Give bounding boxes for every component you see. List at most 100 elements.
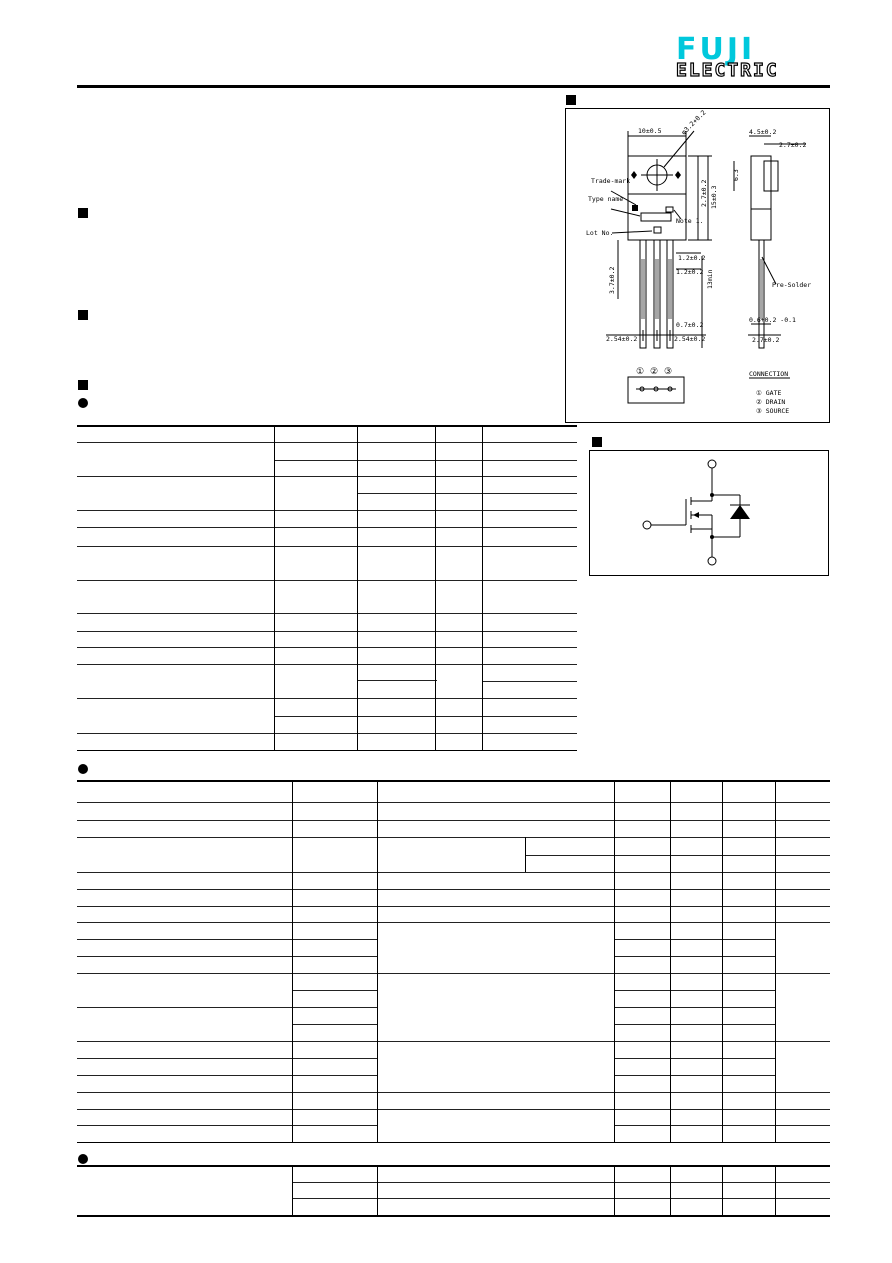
outline-drawing: 10±0.5 φ3.2+0.2 -0.1 2.7±0.2 15±0.3 1.2±…: [586, 95, 811, 415]
table2-rule: [614, 1075, 776, 1076]
section-marker-outline: [566, 95, 576, 105]
section-marker-ratings: [78, 380, 88, 390]
pin-1-label: ①: [636, 367, 644, 377]
connection-title: CONNECTION: [749, 370, 788, 378]
table1-rule: [77, 527, 577, 528]
table2-rule: [77, 802, 830, 803]
table2-rule: [614, 1058, 776, 1059]
section-marker-circuit: [592, 437, 602, 447]
table1-rule: [77, 698, 577, 699]
dim-pitch-left: 2.54±0.2: [606, 335, 637, 343]
table3-col: [722, 1165, 723, 1215]
table2-rule: [77, 889, 830, 890]
table1-rule: [77, 664, 577, 665]
table1-rule: [77, 631, 577, 632]
dim-lead-len: 13min: [706, 269, 714, 289]
label-trademark: Trade-mark: [591, 177, 630, 185]
table1-rule: [275, 716, 577, 717]
table1-rule: [482, 681, 577, 682]
table3-rule: [292, 1198, 830, 1199]
dim-side-thickness: 0.6+0.2 -0.1: [749, 316, 796, 324]
label-lot-no: Lot No.: [586, 229, 613, 237]
table1-rule: [77, 476, 577, 477]
table2-col: [525, 837, 526, 872]
table1-col: [482, 425, 483, 750]
section-marker-applications: [78, 310, 88, 320]
pin-2-label: ②: [650, 367, 658, 377]
bullet-absolute-max: [78, 398, 88, 408]
table2-rule: [77, 837, 830, 838]
table3-rule: [292, 1182, 830, 1183]
table2-rule: [77, 1075, 377, 1076]
table2-rule: [77, 872, 830, 873]
table1-col: [435, 425, 436, 750]
label-type-name: Type name: [588, 195, 623, 203]
mosfet-schematic: [642, 459, 750, 566]
bullet-thermal: [78, 1154, 88, 1164]
table1-rule: [77, 580, 577, 581]
table2-rule: [77, 1041, 830, 1042]
bullet-electrical: [78, 764, 88, 774]
table1-rule: [357, 493, 577, 494]
table2-rule: [614, 939, 776, 940]
table2-col: [377, 780, 378, 1142]
table2-rule: [292, 1024, 377, 1025]
table2-col: [614, 780, 615, 1142]
table2-col: [670, 780, 671, 1142]
dim-height-b: 15±0.3: [710, 185, 718, 209]
dim-height-a: 2.7±0.2: [700, 180, 708, 207]
dim-side-bottom: 2.7±0.2: [752, 336, 779, 344]
table1-rule-bottom: [77, 750, 577, 751]
table2-rule: [614, 956, 776, 957]
table2-rule: [77, 956, 377, 957]
table2-rule: [614, 990, 776, 991]
table2-rule: [292, 990, 377, 991]
table1-rule: [77, 510, 577, 511]
dim-side-width: 4.5±0.2: [749, 128, 776, 136]
table2-rule: [77, 922, 830, 923]
brand-logo-fuji: FUJI: [676, 32, 756, 67]
table3-rule-top: [77, 1165, 830, 1167]
table3-col: [614, 1165, 615, 1215]
table1-rule: [77, 613, 577, 614]
table1-rule: [357, 680, 437, 681]
table2-col: [292, 780, 293, 1142]
dim-lead-w2: 1.2±0.2: [676, 268, 703, 276]
table2-rule: [77, 1125, 377, 1126]
dim-hole: φ3.2+0.2 -0.1: [680, 109, 722, 136]
dim-lead-thickness: 0.7±0.2: [676, 321, 703, 329]
table2-rule: [77, 1058, 377, 1059]
table2-rule: [77, 906, 830, 907]
table3-rule-bottom: [77, 1215, 830, 1217]
table2-rule: [77, 1007, 377, 1008]
table2-rule: [614, 1007, 776, 1008]
table2-col: [722, 780, 723, 1142]
table1-col: [357, 425, 358, 750]
table1-rule-top: [77, 425, 577, 427]
connection-drain: ② DRAIN: [756, 398, 785, 406]
connection-source: ③ SOURCE: [756, 407, 789, 415]
equivalent-circuit-panel: [589, 450, 829, 576]
dim-pitch-right: 2.54±0.2: [674, 335, 705, 343]
brand-logo-electric: ELECTRIC: [675, 60, 779, 81]
table2-rule-top: [77, 780, 830, 782]
dim-lead-w: 1.2±0.2: [678, 254, 705, 262]
table2-rule: [77, 820, 830, 821]
header-rule: [77, 85, 830, 88]
dim-lead-offset: 3.7±0.2: [608, 267, 616, 294]
table2-rule: [77, 973, 830, 974]
pin-3-label: ③: [664, 367, 672, 377]
dim-side-height: 6.3: [732, 169, 740, 181]
table3-col: [670, 1165, 671, 1215]
table2-rule-bottom: [77, 1142, 830, 1143]
table3-col: [292, 1165, 293, 1215]
table3-col: [377, 1165, 378, 1215]
connection-gate: ① GATE: [756, 389, 781, 397]
table2-rule: [77, 1109, 830, 1110]
table1-col: [274, 425, 275, 750]
label-note: Note 1.: [676, 217, 703, 225]
table1-rule: [77, 442, 577, 443]
table2-rule: [525, 855, 830, 856]
dim-side-tab: 2.7±0.2: [779, 141, 806, 149]
table2-rule: [614, 1024, 776, 1025]
